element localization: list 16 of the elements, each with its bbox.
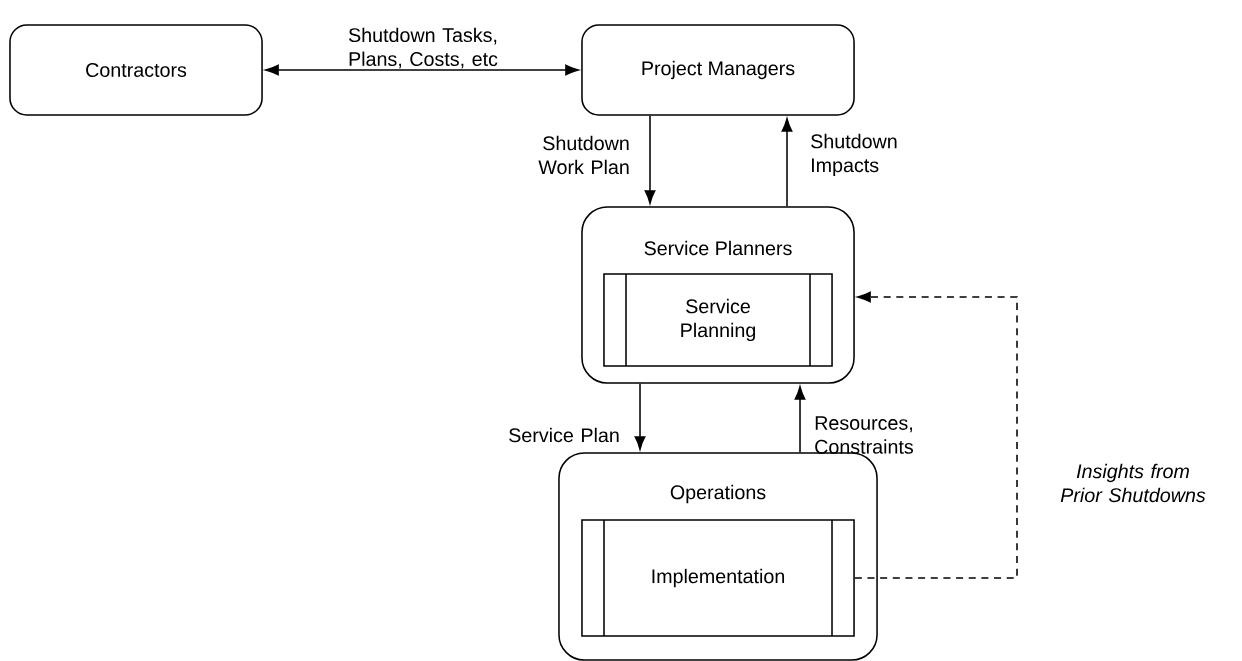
edge-label: Service Plan — [509, 427, 619, 443]
rounded-box: Contractors — [9, 24, 263, 116]
rounded-box: Project Managers — [581, 24, 855, 116]
arrow — [794, 386, 806, 453]
edge-label: Insights from Prior Shutdowns — [1060, 463, 1206, 503]
edge-label: Shutdown Impacts — [811, 133, 897, 177]
process-box: Service Planning — [603, 273, 833, 367]
edge-label: Resources, Constraints — [815, 416, 914, 454]
arrow — [265, 64, 579, 76]
arrow — [634, 383, 646, 450]
edge-label: Shutdown Tasks, Plans, Costs, etc — [348, 27, 498, 69]
process-box: Implementation — [581, 519, 855, 637]
arrow — [781, 118, 793, 207]
arrow — [644, 115, 656, 204]
edge-label: Shutdown Work Plan — [538, 135, 629, 175]
arrow — [854, 291, 1018, 579]
